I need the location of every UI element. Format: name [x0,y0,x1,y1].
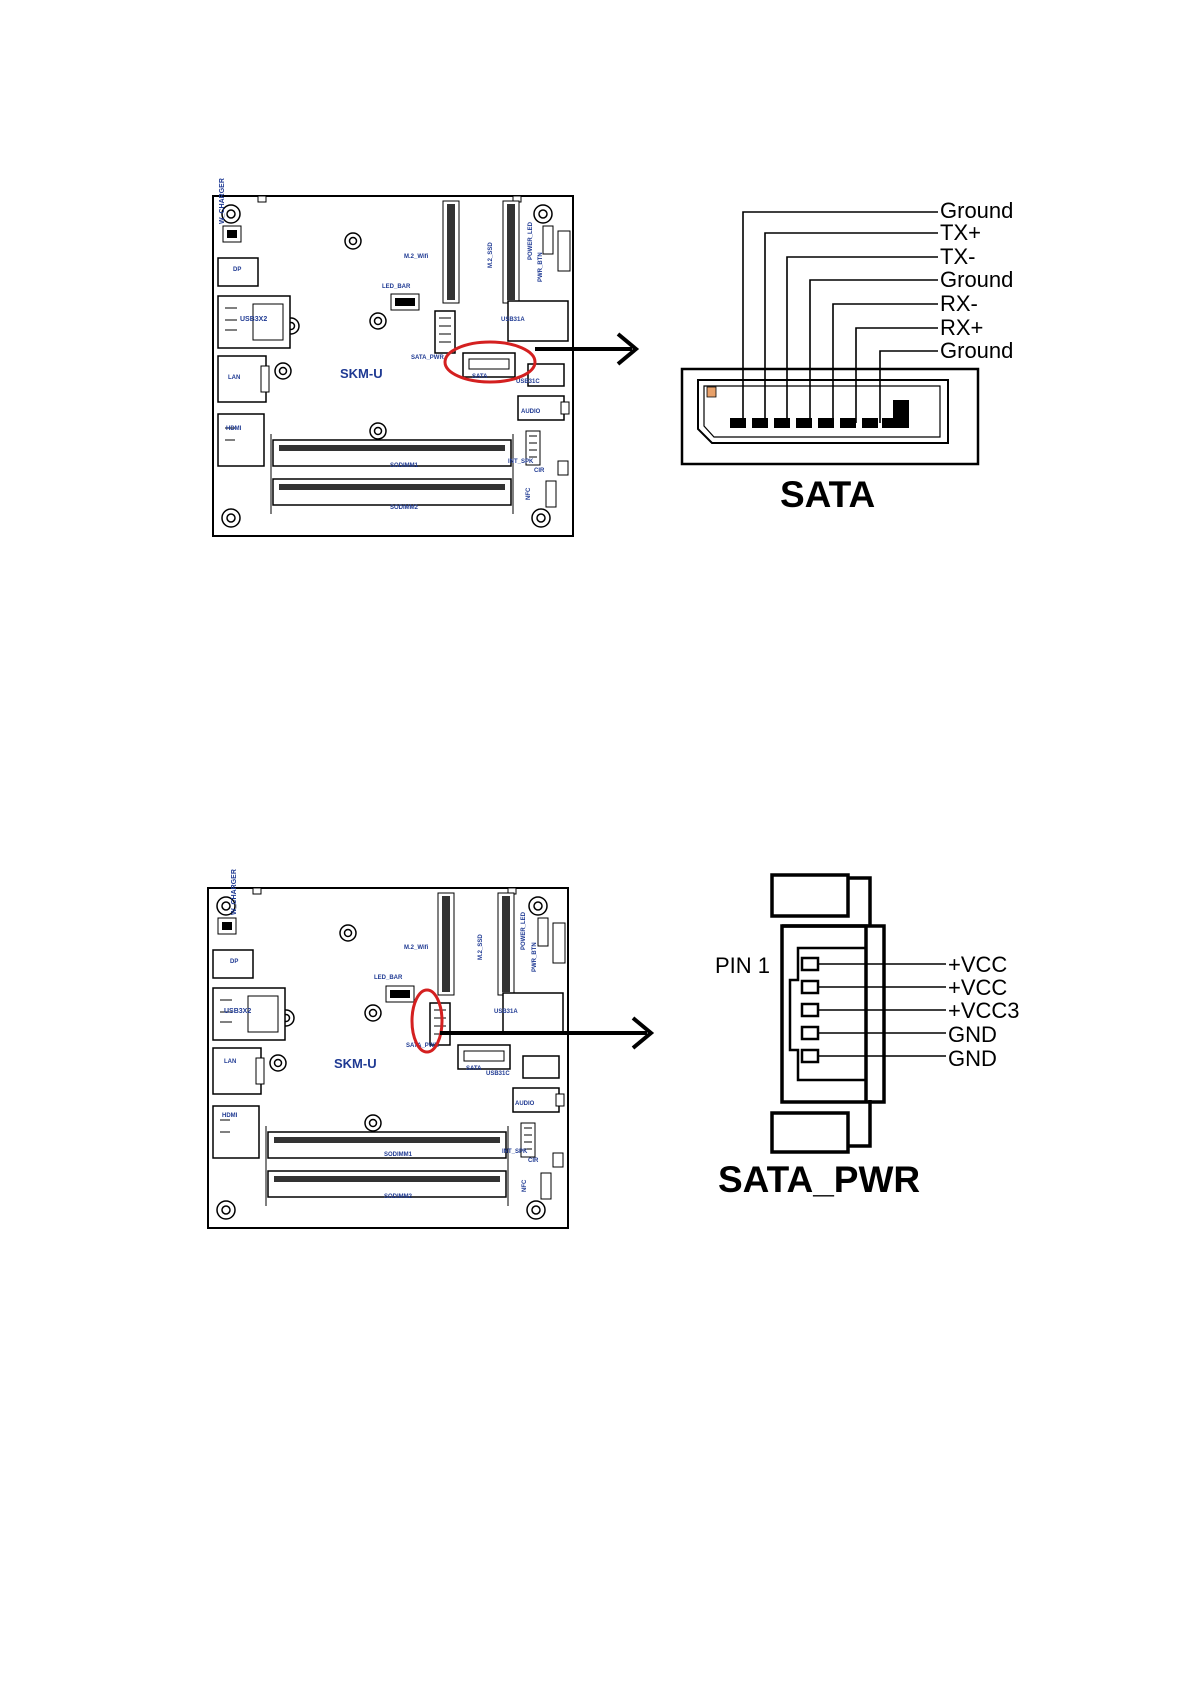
arrow-sata [535,332,640,366]
sata-title: SATA [780,474,875,515]
pin1-label: PIN 1 [715,953,770,978]
label-usb3x2-b: USB3X2 [224,1008,251,1015]
sata-pwr-pin-1-label: +VCC [948,952,1007,977]
motherboard-diagram-bottom [207,887,569,1229]
label-lan-b: LAN [224,1059,236,1065]
label-nfc: NFC [526,487,532,500]
board-labels-bottom: W_CHARGER DP USB3X2 LAN HDMI M.2_Wifi M.… [222,869,539,1200]
label-hdmi-b: HDMI [222,1113,238,1119]
label-audio-b: AUDIO [515,1101,535,1107]
sata-pwr-pin-labels: +VCC +VCC +VCC3 GND GND [948,952,1020,1071]
label-nfc-b: NFC [522,1179,528,1192]
pin1-marker [706,386,717,398]
label-pwr-btn-b: PWR_BTN [532,942,538,972]
label-led-bar-b: LED_BAR [374,975,403,981]
sata-pin-7-label: Ground [940,338,1013,363]
label-led-bar: LED_BAR [382,284,411,290]
sata-pin-1-label: Ground [940,198,1013,223]
sata-pin-2-label: TX+ [940,220,981,245]
label-m2-wifi: M.2_Wifi [404,254,429,260]
sata-pin-3-label: TX- [940,244,975,269]
arrow-sata-pwr [440,1016,655,1050]
label-dp-b: DP [230,959,238,965]
label-sodimm2-b: SODIMM2 [384,1194,413,1200]
sata-pwr-pin-3-label: +VCC3 [948,998,1020,1023]
label-int-spk-b: INT_SPK [502,1149,528,1155]
label-m2-wifi-b: M.2_Wifi [404,945,429,951]
motherboard-diagram-top [212,195,574,537]
label-dp: DP [233,267,241,273]
label-cir-b: CIR [528,1158,539,1164]
label-hdmi: HDMI [226,426,242,432]
sata-pin-5-label: RX- [940,291,978,316]
sata-pwr-pin-2-label: +VCC [948,975,1007,1000]
label-m2-ssd: M.2_SSD [488,242,494,268]
board-name-top: SKM-U [340,366,383,381]
sata-connector-drawing [680,211,980,466]
label-int-spk: INT_SPK [508,459,534,465]
label-pwr-btn: PWR_BTN [538,252,544,282]
highlight-ellipse-sata [443,340,537,384]
label-power-led: POWER_LED [528,221,534,260]
label-usb31c-b: USB31C [486,1071,510,1077]
label-usb31c: USB31C [516,379,540,385]
label-usb31a: USB31A [501,317,525,323]
label-power-led-b: POWER_LED [521,911,527,950]
label-sodimm1-b: SODIMM1 [384,1152,413,1158]
label-usb3x2: USB3X2 [240,316,267,323]
board-labels-top: W_CHARGER DP USB3X2 LAN HDMI M.2_Wifi M.… [219,178,545,511]
highlight-ellipse-sata-pwr [410,988,444,1054]
label-w-charger-b: W_CHARGER [231,869,238,915]
label-sata-pwr-b: SATA_PWR [406,1043,439,1049]
sata-pin-6-label: RX+ [940,315,983,340]
label-lan: LAN [228,375,240,381]
label-audio: AUDIO [521,409,541,415]
label-usb31a-b: USB31A [494,1009,518,1015]
label-sodimm1: SODIMM1 [390,463,419,469]
label-sodimm2: SODIMM2 [390,505,419,511]
label-cir: CIR [534,468,545,474]
sata-pwr-connector-drawing [770,873,946,1154]
sata-pin-4-label: Ground [940,267,1013,292]
label-sata-b: SATA [466,1066,482,1072]
sata-pwr-pin-4-label: GND [948,1022,997,1047]
label-sata: SATA [472,374,488,380]
label-sata-pwr: SATA_PWR [411,355,444,361]
sata-pwr-title: SATA_PWR [718,1159,920,1200]
label-m2-ssd-b: M.2_SSD [478,934,484,960]
sata-pwr-pin-5-label: GND [948,1046,997,1071]
board-name-bottom: SKM-U [334,1056,377,1071]
label-w-charger: W_CHARGER [219,178,226,224]
sata-pin-labels: Ground TX+ TX- Ground RX- RX+ Ground [940,198,1013,363]
